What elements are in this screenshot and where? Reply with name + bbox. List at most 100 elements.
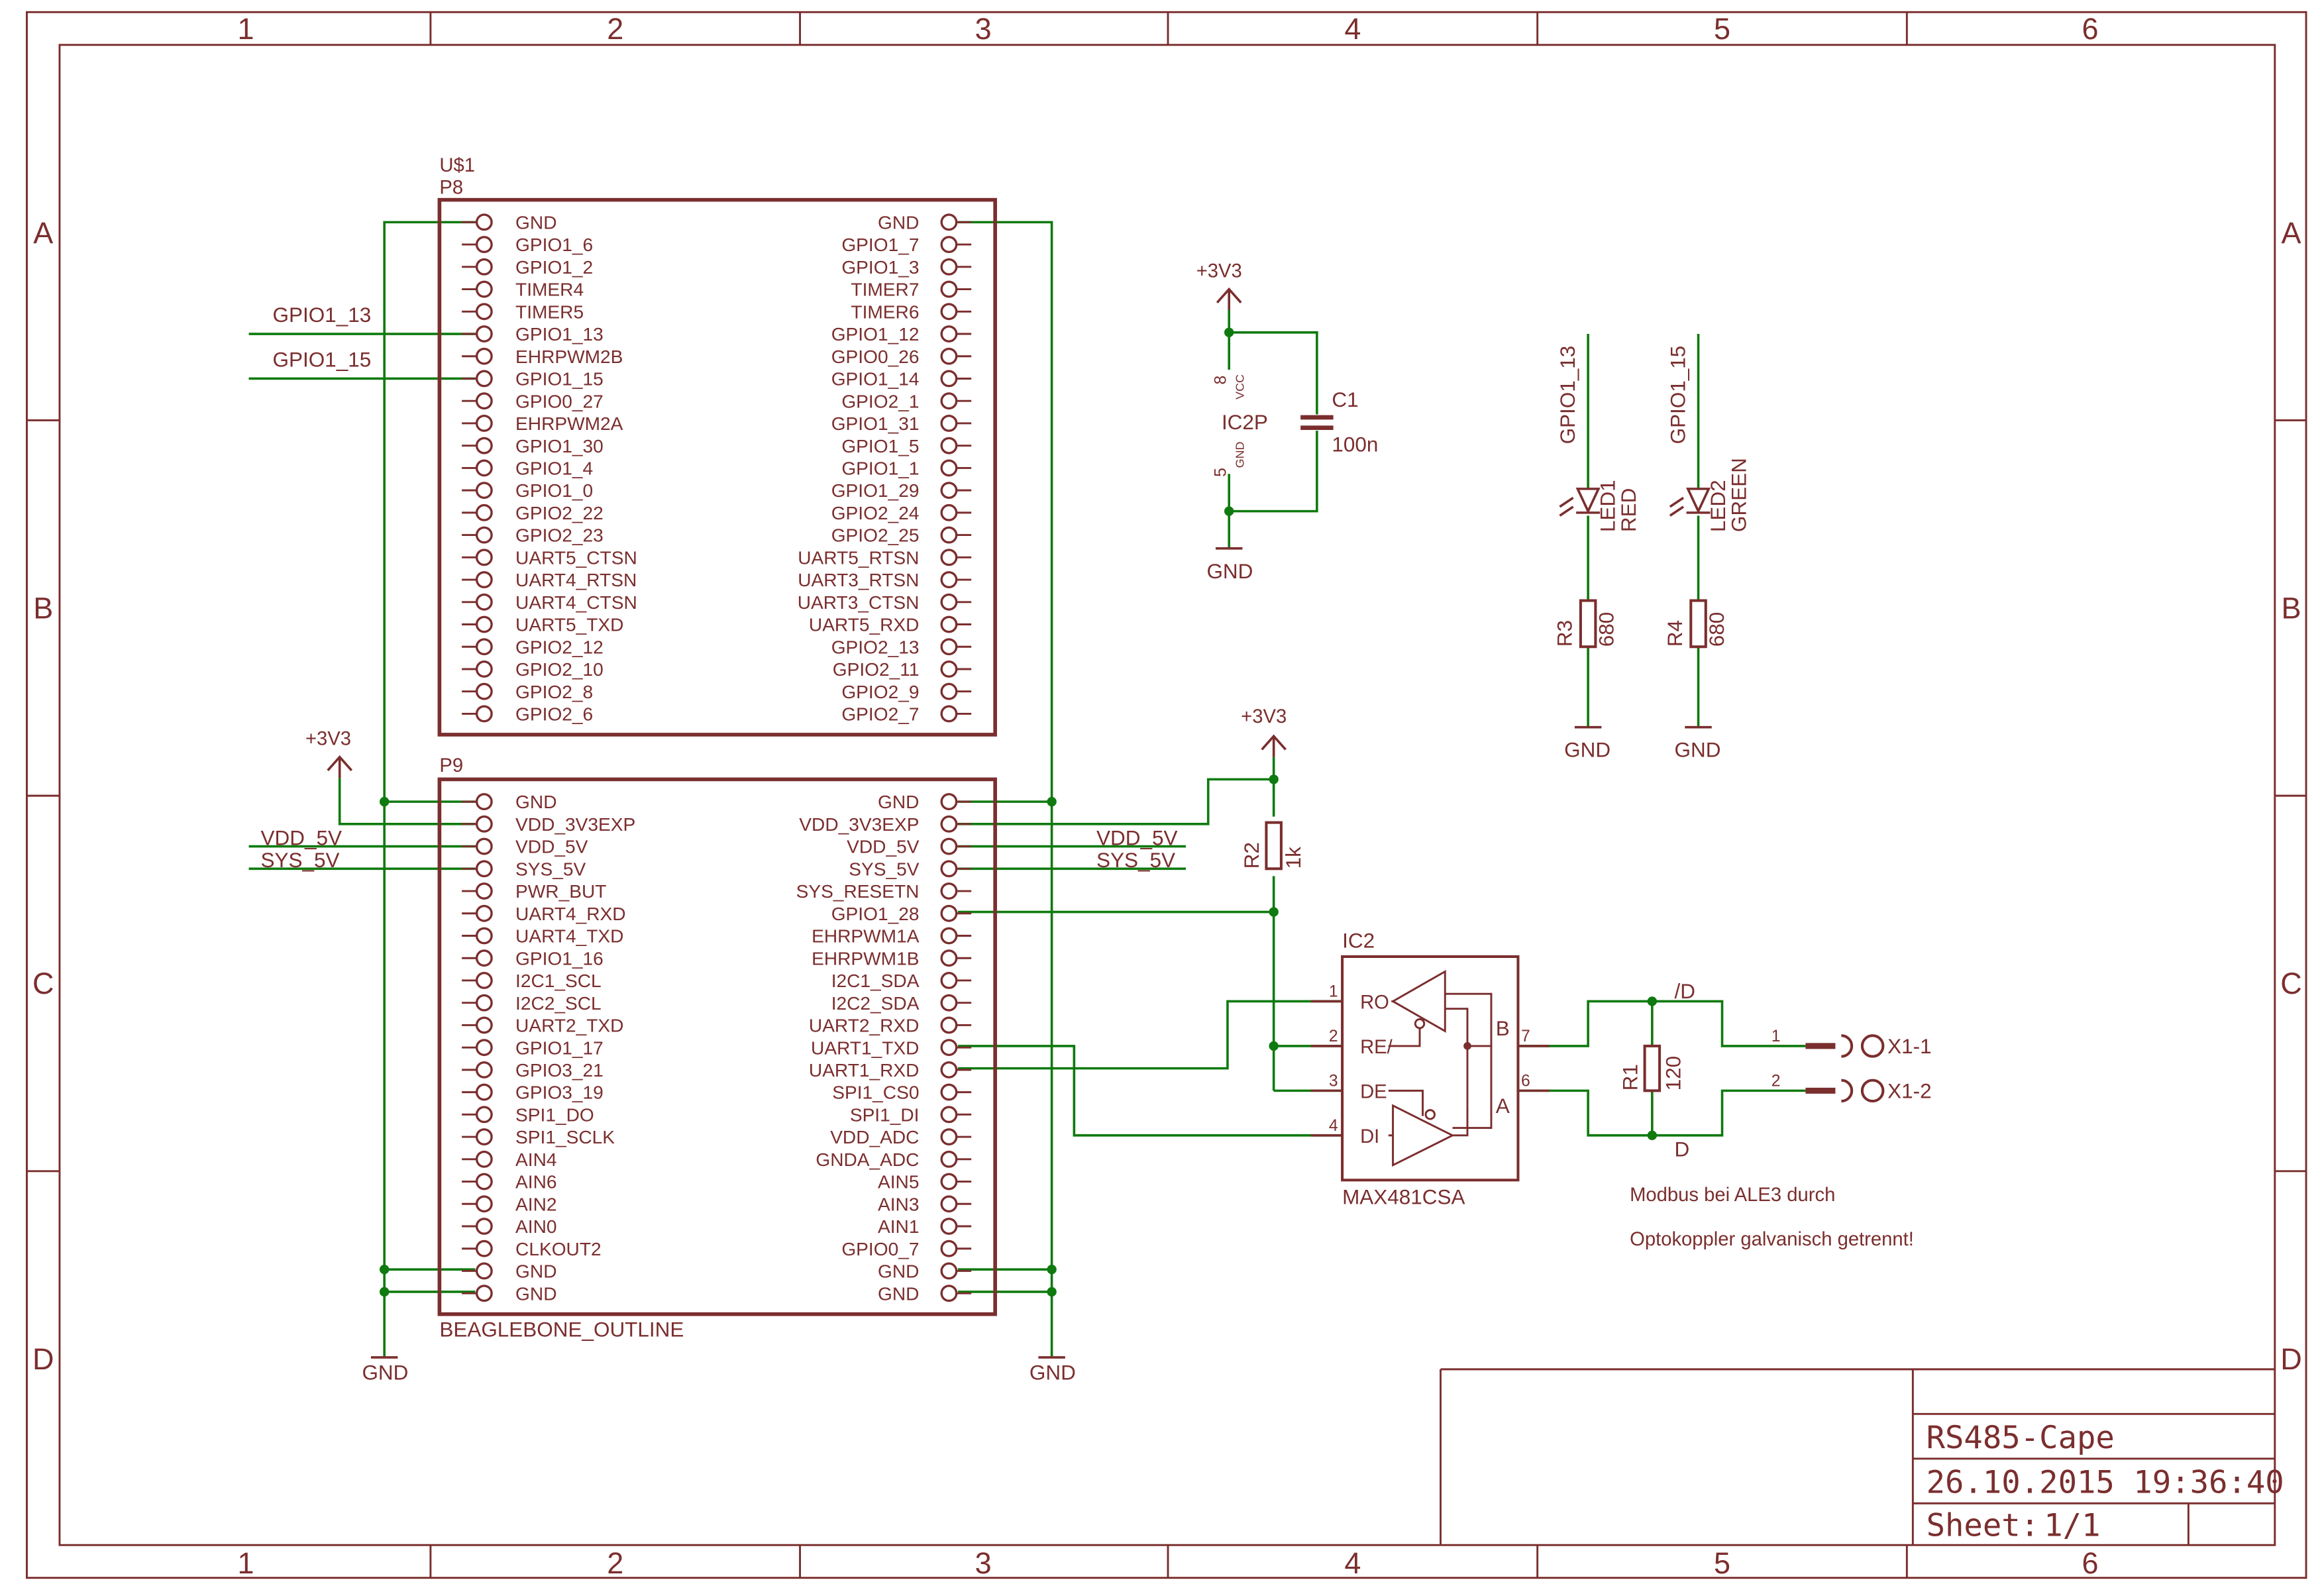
p9-left-pin-label: GND	[515, 1261, 556, 1282]
p9-right-pin-pad	[940, 972, 958, 989]
p9-right-pin-pad	[940, 1285, 958, 1302]
connector-x1-2-label: X1-2	[1887, 1080, 1931, 1103]
p8-left-pin-label: GPIO0_27	[515, 391, 604, 411]
note-line-1: Modbus bei ALE3 durch	[1630, 1185, 1835, 1206]
p8-right-pin-label: GND	[878, 212, 919, 233]
p8-right-pin-pad	[940, 236, 958, 254]
p8-left-pin-label: UART5_CTSN	[515, 547, 637, 568]
p8-left-pin-label: GPIO1_13	[515, 324, 604, 344]
p9-left-pin-label: GND	[515, 792, 556, 812]
frame-row-label: B	[33, 592, 53, 625]
junction-dot	[1269, 1041, 1279, 1051]
ic2-pin-name: DI	[1360, 1126, 1379, 1147]
p9-right-pin-pad	[940, 1195, 958, 1213]
p8-left-pin-pad	[475, 593, 493, 611]
p8-right-pin-label: GPIO0_26	[831, 346, 920, 367]
frame-col-label: 3	[975, 12, 992, 46]
p9-right-pin-pad	[940, 1262, 958, 1280]
p8-left-pin-label: GPIO2_23	[515, 525, 604, 546]
p8-left-pin-pad	[475, 615, 493, 633]
p8-left-pin-label: GPIO1_2	[515, 257, 593, 278]
p9-left-pin-pad	[475, 1240, 493, 1257]
p9-right-pin-pad	[940, 1061, 958, 1079]
p8-right-pin-pad	[940, 593, 958, 611]
junction-dot	[379, 1287, 390, 1297]
power-3v3-label: +3V3	[1241, 706, 1287, 727]
p9-right-pin-pad	[940, 860, 958, 878]
drawing-frame	[26, 11, 2307, 1579]
p8-right-pin-pad	[940, 303, 958, 321]
p9-left-pin-label: GPIO3_19	[515, 1082, 604, 1103]
frame-col-label: 4	[1344, 12, 1361, 46]
p8-right-pin-pad	[940, 682, 958, 700]
p9-right-pin-label: UART2_RXD	[809, 1016, 920, 1036]
frame-col-label: 5	[1714, 12, 1730, 46]
p9-left-pin-label: I2C2_SCL	[515, 993, 602, 1014]
junction-dot	[1647, 996, 1658, 1006]
p8-left-pin-pad	[475, 258, 493, 276]
p8-right-pin-pad	[940, 503, 958, 521]
p9-header-label: P9	[439, 755, 463, 776]
r4-name: R4	[1664, 620, 1687, 647]
p9-right-pin-pad	[940, 793, 958, 811]
p9-right-pin-label: VDD_5V	[847, 837, 920, 857]
frame-col-label: 5	[1714, 1546, 1730, 1580]
p8-left-pin-pad	[475, 549, 493, 566]
p9-right-pin-label: SYS_RESETN	[796, 881, 920, 902]
led1-value: RED	[1617, 488, 1640, 532]
junction-dot	[1647, 1130, 1658, 1141]
p8-right-pin-pad	[940, 370, 958, 388]
p8-right-pin-label: GPIO1_5	[841, 436, 919, 456]
p9-left-pin-label: AIN0	[515, 1216, 556, 1237]
power-gnd-label: GND	[1206, 560, 1253, 583]
title-block-sheet-label: Sheet:	[1927, 1508, 2040, 1544]
p8-left-pin-label: GPIO1_0	[515, 480, 593, 501]
p9-left-pin-pad	[475, 1016, 493, 1034]
p8-right-pin-label: TIMER7	[851, 280, 919, 300]
p8-left-pin-pad	[475, 482, 493, 500]
p9-left-pin-label: GPIO1_16	[515, 948, 604, 969]
p9-right-pin-pad	[940, 927, 958, 945]
p9-right-pin-pad	[940, 1173, 958, 1190]
p8-right-pin-label: GPIO2_13	[831, 637, 920, 657]
p8-left-pin-pad	[475, 682, 493, 700]
p9-left-pin-label: CLKOUT2	[515, 1239, 602, 1259]
p8-right-pin-pad	[940, 258, 958, 276]
p8-left-pin-label: UART4_CTSN	[515, 592, 637, 613]
p9-left-pin-pad	[475, 837, 493, 855]
frame-col-label: 4	[1344, 1546, 1361, 1580]
p8-left-pin-pad	[475, 236, 493, 254]
frame-row-labels-right: A B C D	[2280, 216, 2301, 1376]
p9-right-pin-label: GND	[878, 792, 919, 812]
p8-left-pin-pad	[475, 325, 493, 343]
p8-right-pin-label: GPIO2_11	[833, 659, 920, 680]
p9-right-pin-pad	[940, 1106, 958, 1124]
frame-row-label: A	[33, 216, 53, 250]
p8-header-body	[437, 197, 997, 737]
p8-right-pin-label: UART5_RXD	[809, 615, 920, 635]
p9-left-pin-pad	[475, 1106, 493, 1124]
ic2-pin-a-number: 6	[1521, 1073, 1530, 1090]
p8-right-pin-label: GPIO2_24	[831, 503, 920, 523]
p9-left-pin-label: PWR_BUT	[515, 881, 606, 902]
r1-name: R1	[1618, 1064, 1642, 1090]
p8-left-pin-label: GPIO1_4	[515, 458, 593, 479]
junction-dot	[1047, 1287, 1057, 1297]
ic2-pin-number: 3	[1329, 1073, 1338, 1090]
junction-dot	[1224, 506, 1234, 516]
led2-symbol	[1669, 488, 1711, 517]
p9-left-pin-pad	[475, 1039, 493, 1057]
p8-right-pin-pad	[940, 482, 958, 500]
junction-dot	[379, 1265, 390, 1275]
frame-col-label: 2	[607, 1546, 623, 1580]
p8-left-pin-pad	[475, 370, 493, 388]
junction-dot	[1047, 796, 1057, 807]
title-block	[1440, 1368, 2275, 1546]
p9-left-pin-pad	[475, 1285, 493, 1302]
p8-right-pin-pad	[940, 705, 958, 723]
ic2-pin-b-label: B	[1496, 1017, 1510, 1040]
junction-dot	[1463, 1042, 1471, 1050]
p8-left-pin-label: GPIO1_15	[515, 369, 604, 390]
p8-right-pin-pad	[940, 526, 958, 544]
p9-left-pin-pad	[475, 927, 493, 945]
